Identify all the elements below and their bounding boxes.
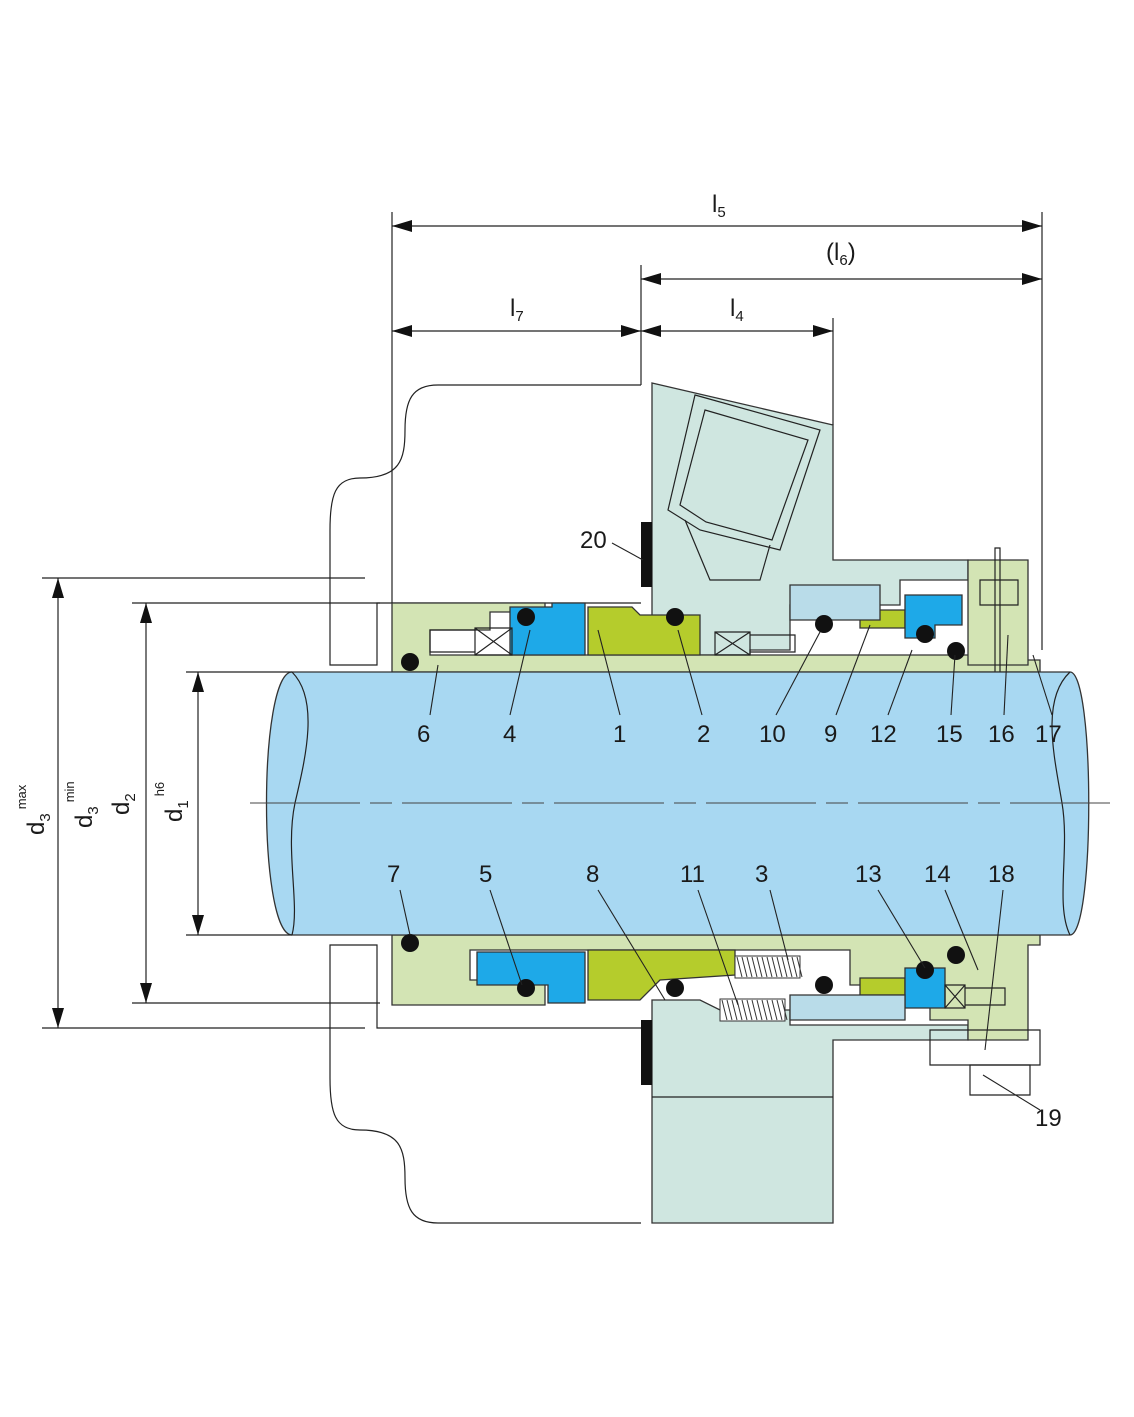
part-label-10: 10 <box>759 721 786 748</box>
svg-text:d3min: d3min <box>62 781 102 828</box>
o-ring-11 <box>815 976 833 994</box>
dim-label-d3max: d3max <box>14 784 54 835</box>
pump-housing-outline-bottom <box>329 944 641 1224</box>
part-label-7: 7 <box>387 861 400 888</box>
seal-ring-9-bottom <box>859 977 906 996</box>
spring-3 <box>734 955 803 979</box>
o-ring-13 <box>916 961 934 979</box>
spring-plate-top <box>789 584 881 621</box>
gasket-20-top <box>641 522 652 587</box>
part-label-16: 16 <box>988 721 1015 748</box>
part-label-12: 12 <box>870 721 897 748</box>
drive-pin-top-left <box>429 627 513 656</box>
set-screw-bottom-right <box>944 984 1006 1009</box>
o-ring-14 <box>947 946 965 964</box>
o-ring-5 <box>517 979 535 997</box>
part-label-13: 13 <box>855 861 882 888</box>
dim-label-l6: (l6) <box>826 239 856 269</box>
dim-l6 <box>641 273 1042 285</box>
o-ring-15 <box>947 642 965 660</box>
part-label-3: 3 <box>755 861 768 888</box>
svg-text:d1h6: d1h6 <box>152 782 192 822</box>
pump-housing-outline-top <box>329 384 641 666</box>
part-label-11: 11 <box>680 861 705 888</box>
gland-port-outline <box>667 394 821 551</box>
spring11-coils <box>721 999 788 1021</box>
o-ring-2 <box>666 608 684 626</box>
part-label-4: 4 <box>503 721 516 748</box>
o-ring-7 <box>401 934 419 952</box>
o-ring-8 <box>666 979 684 997</box>
part-label-15: 15 <box>936 721 963 748</box>
gland-channel <box>684 519 771 581</box>
gasket-20-bottom <box>641 1020 652 1085</box>
dim-l4 <box>641 325 833 337</box>
o-ring-12 <box>916 625 934 643</box>
o-rings <box>401 608 965 997</box>
gland-cover-bottom <box>651 999 969 1224</box>
stationary-seat-5-bottom <box>476 951 586 1004</box>
o-ring-6 <box>401 653 419 671</box>
gland-port-inner <box>679 409 809 541</box>
part-label-17: 17 <box>1035 721 1062 748</box>
svg-text:d3max: d3max <box>14 784 54 835</box>
o-ring-4 <box>517 608 535 626</box>
part-label-8: 8 <box>586 861 599 888</box>
part-label-2: 2 <box>697 721 710 748</box>
svg-text:d2: d2 <box>108 793 139 815</box>
part-label-19: 19 <box>1035 1105 1062 1132</box>
dim-l5 <box>392 220 1042 232</box>
part-label-20: 20 <box>580 527 607 554</box>
dim-d3min <box>132 602 380 1004</box>
assembly-fixture-19 <box>969 1064 1031 1096</box>
o-ring-10 <box>815 615 833 633</box>
dim-label-l4: l4 <box>730 295 744 325</box>
dim-label-d2: d2 <box>108 793 139 815</box>
leader-lines <box>399 542 1053 1111</box>
spring3-coils <box>736 956 803 978</box>
dim-label-l5: l5 <box>712 191 726 221</box>
dim-label-l7: l7 <box>510 295 524 325</box>
part-label-1: 1 <box>613 721 626 748</box>
part-label-6: 6 <box>417 721 430 748</box>
dim-l7 <box>392 325 641 337</box>
part-label-5: 5 <box>479 861 492 888</box>
dim-d3max <box>42 577 365 1029</box>
clamp-plate <box>929 1029 1041 1066</box>
spring-11 <box>719 998 788 1022</box>
dim-label-d1: d1h6 <box>152 782 192 822</box>
dim-d1 <box>186 671 292 936</box>
drive-collar-top <box>967 559 1029 666</box>
spring-plate-bottom <box>789 994 906 1021</box>
dim-label-d3min: d3min <box>62 781 102 828</box>
part-label-9: 9 <box>824 721 837 748</box>
drive-pin-top-right <box>714 631 796 656</box>
rotating-seal-ring-8-bottom <box>587 949 736 1001</box>
part-label-18: 18 <box>988 861 1015 888</box>
part-label-14: 14 <box>924 861 951 888</box>
